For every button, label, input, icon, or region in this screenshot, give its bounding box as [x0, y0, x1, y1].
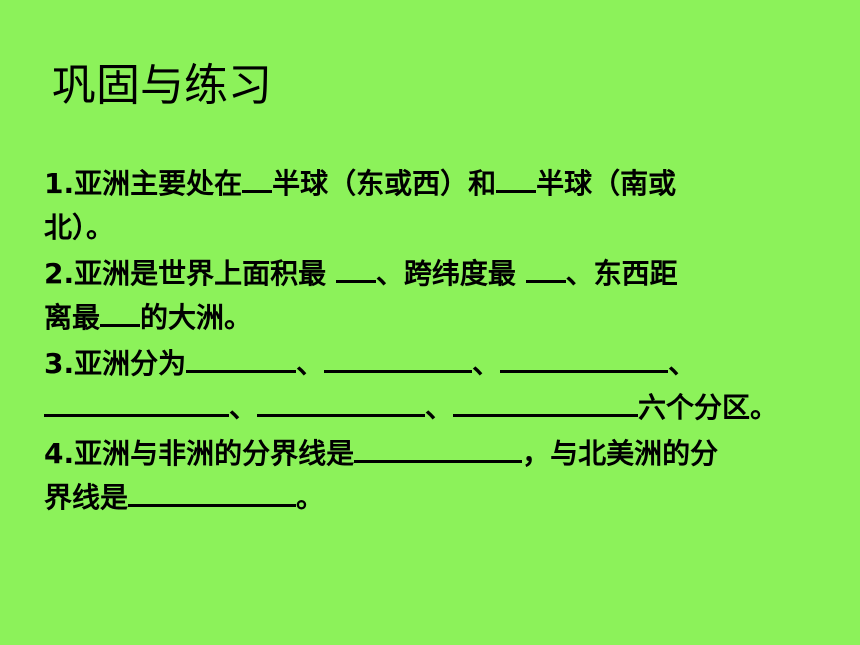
question-text: 半球（东或西）和	[272, 167, 497, 200]
question-3: 3.亚洲分为、、、 、、六个分区。	[44, 342, 824, 430]
question-text: 的大洲。	[140, 301, 253, 334]
answer-blank	[186, 346, 297, 373]
answer-blank	[500, 346, 669, 373]
question-text: ，与北美洲的分	[522, 437, 719, 470]
question-text: 六个分区。	[638, 391, 779, 424]
answer-blank	[496, 166, 537, 193]
question-text: 界线是	[44, 481, 129, 514]
question-text: 半球（南或	[536, 167, 677, 200]
question-text: 亚洲与非洲的分界线是	[74, 437, 355, 470]
answer-blank	[242, 166, 273, 193]
slide-title: 巩固与练习	[52, 60, 272, 111]
question-4: 4.亚洲与非洲的分界线是 ，与北美洲的分 界线是 。	[44, 432, 824, 520]
answer-blank	[257, 390, 426, 417]
answer-blank	[128, 480, 297, 507]
question-1-line-1: 1.亚洲主要处在半球（东或西）和 半球（南或	[44, 162, 824, 206]
question-text: 。	[296, 481, 325, 514]
question-4-line-1: 4.亚洲与非洲的分界线是 ，与北美洲的分	[44, 432, 824, 476]
answer-blank	[525, 256, 566, 283]
question-text: 离最	[44, 301, 101, 334]
question-number: 4.	[44, 437, 75, 470]
answer-blank	[44, 390, 229, 417]
question-2-line-1: 2.亚洲是世界上面积最 、跨纬度最 、东西距	[44, 252, 824, 296]
question-2: 2.亚洲是世界上面积最 、跨纬度最 、东西距 离最 的大洲。	[44, 252, 824, 340]
question-text: 北）。	[44, 211, 115, 244]
separator: 、	[296, 347, 325, 380]
question-2-line-2: 离最 的大洲。	[44, 296, 824, 340]
answer-blank	[335, 256, 376, 283]
separator: 、	[229, 391, 258, 424]
question-text: 、跨纬度最	[375, 257, 526, 290]
separator: 、	[472, 347, 501, 380]
question-3-line-2: 、 、 六个分区。	[44, 386, 824, 430]
question-number: 1.	[44, 167, 75, 200]
question-3-line-1: 3.亚洲分为 、 、 、	[44, 342, 824, 386]
question-text: 亚洲是世界上面积最	[74, 257, 336, 290]
answer-blank	[100, 300, 141, 327]
question-4-line-2: 界线是 。	[44, 476, 824, 520]
separator: 、	[668, 347, 697, 380]
question-1: 1.亚洲主要处在半球（东或西）和 半球（南或 北）。	[44, 162, 824, 250]
question-number: 3.	[44, 347, 75, 380]
separator: 、	[425, 391, 454, 424]
answer-blank	[453, 390, 639, 417]
question-text: 亚洲分为	[74, 347, 187, 380]
question-1-line-2: 北）。	[44, 206, 824, 250]
question-text: 、东西距	[565, 257, 678, 290]
answer-blank	[324, 346, 473, 373]
answer-blank	[354, 436, 523, 463]
exercise-list: 1.亚洲主要处在半球（东或西）和 半球（南或 北）。 2.亚洲是世界上面积最 、跨…	[44, 162, 824, 522]
question-number: 2.	[44, 257, 75, 290]
question-text: 亚洲主要处在	[74, 167, 243, 200]
